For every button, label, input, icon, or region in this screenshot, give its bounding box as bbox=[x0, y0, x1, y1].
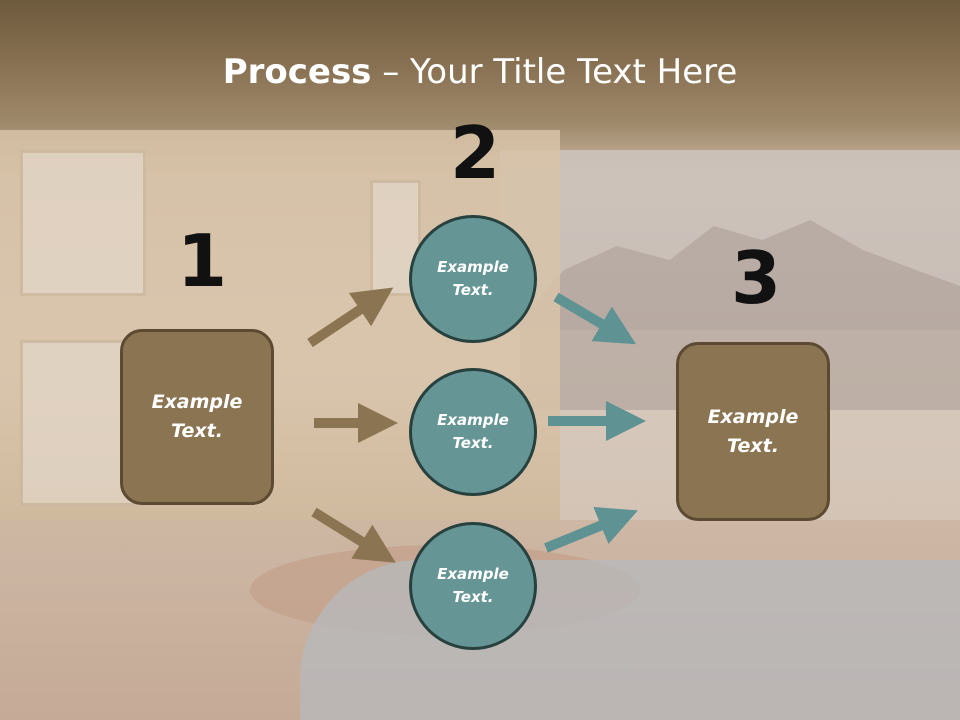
circle-mid-line1: Example bbox=[437, 411, 509, 429]
circle-top-line2: Text. bbox=[452, 281, 494, 299]
arrow-top-to-right bbox=[553, 292, 637, 345]
step-1-box-line2: Text. bbox=[171, 420, 223, 442]
step-number-3: 3 bbox=[731, 236, 782, 320]
title-bold: Process bbox=[222, 52, 372, 92]
step-number-2: 2 bbox=[450, 111, 501, 195]
step-1-box-line1: Example bbox=[151, 391, 243, 413]
circle-bottom-line2: Text. bbox=[452, 588, 494, 606]
arrow-bottom-to-right bbox=[544, 507, 638, 553]
arrow-left-to-top bbox=[307, 287, 394, 348]
step-3-box-line1: Example bbox=[707, 405, 799, 428]
step-number-1: 1 bbox=[177, 219, 228, 303]
circle-bottom-line1: Example bbox=[437, 565, 509, 583]
step-3-box-line2: Text. bbox=[727, 434, 779, 457]
title-rest: – Your Title Text Here bbox=[371, 52, 738, 92]
background-window bbox=[20, 150, 146, 296]
circle-mid-line2: Text. bbox=[452, 434, 494, 452]
slide-title: Process – Your Title Text Here bbox=[0, 52, 960, 92]
arrow-left-to-bottom bbox=[311, 507, 396, 563]
circle-top-line1: Example bbox=[437, 258, 509, 276]
